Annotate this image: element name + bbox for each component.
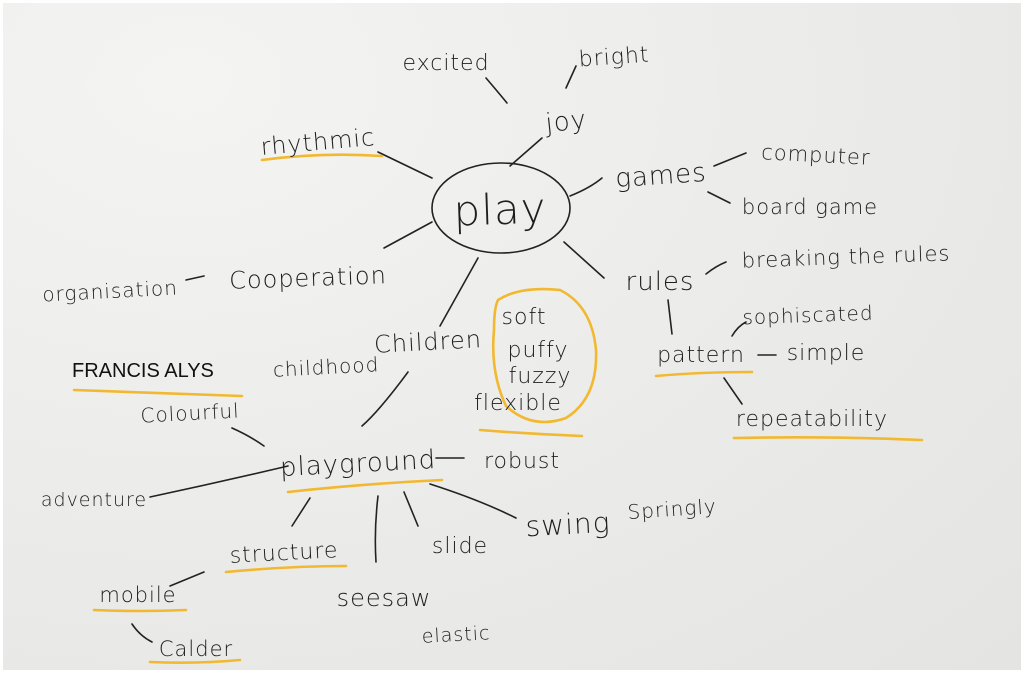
- underline-pattern: [654, 370, 754, 378]
- line-pattern-repeatability: [723, 377, 743, 405]
- line-play-rules: [563, 241, 605, 279]
- word-pattern: pattern: [657, 343, 745, 368]
- word-repeatability: repeatability: [736, 407, 888, 432]
- center-oval: [431, 162, 571, 254]
- word-sophiscated: sophiscated: [742, 301, 874, 330]
- word-adventure: adventure: [41, 489, 147, 511]
- line-play-games: [569, 177, 603, 197]
- word-rules: rules: [626, 267, 695, 297]
- paper-sheet: play excited bright joy rhythmic games c…: [3, 3, 1021, 670]
- word-bright: bright: [578, 43, 650, 73]
- word-fuzzy: fuzzy: [509, 364, 572, 389]
- line-cooperation-organisation: [185, 275, 205, 281]
- word-structure: structure: [229, 538, 339, 569]
- word-board-game: board game: [742, 195, 878, 219]
- word-simple: simple: [787, 341, 866, 366]
- line-games-boardgame: [707, 191, 731, 204]
- connector-lines: [131, 65, 777, 643]
- word-slide: slide: [432, 534, 488, 559]
- word-joy: joy: [543, 105, 588, 139]
- line-games-computer: [713, 152, 747, 167]
- word-seesaw: seesaw: [337, 584, 432, 612]
- line-playground-structure: [291, 497, 311, 527]
- underline-repeatability: [732, 436, 924, 442]
- line-children-playground: [361, 371, 409, 427]
- line-rules-pattern: [667, 299, 673, 335]
- line-bright-joy: [565, 65, 577, 89]
- word-soft: soft: [502, 305, 547, 330]
- label-francis-alys: FRANCIS ALYS: [72, 360, 214, 382]
- line-excited-joy: [485, 77, 508, 104]
- word-mobile: mobile: [99, 583, 176, 607]
- line-play-cooperation: [383, 221, 433, 249]
- line-rules-breaking: [705, 261, 727, 275]
- word-playground: playground: [279, 445, 436, 483]
- underline-calder: [148, 658, 242, 664]
- word-springly: Springly: [627, 494, 718, 524]
- line-rhythmic-play: [377, 151, 433, 179]
- word-elastic: elastic: [421, 622, 491, 648]
- line-adventure-playground: [149, 465, 289, 498]
- word-robust: robust: [484, 449, 560, 474]
- line-play-children: [439, 257, 479, 327]
- word-flexible: flexible: [474, 391, 562, 416]
- underline-francis-alys: [72, 388, 244, 398]
- underline-mobile: [92, 608, 188, 613]
- word-puffy: puffy: [507, 338, 568, 363]
- line-joy-play: [509, 137, 543, 167]
- line-colourful-playground: [231, 427, 265, 447]
- word-colourful: Colourful: [140, 398, 240, 427]
- underline-structure: [224, 564, 348, 574]
- line-playground-swing: [429, 483, 517, 519]
- word-cooperation: Cooperation: [229, 261, 388, 294]
- word-organisation: organisation: [42, 275, 179, 306]
- mind-map: play excited bright joy rhythmic games c…: [41, 43, 951, 664]
- line-structure-mobile: [169, 571, 205, 587]
- underline-flexible: [478, 428, 584, 438]
- word-swing: swing: [525, 506, 611, 543]
- words: play excited bright joy rhythmic games c…: [41, 43, 951, 661]
- line-pattern-sophiscated: [731, 321, 747, 337]
- highlights: [72, 153, 924, 664]
- underline-rhythmic: [260, 153, 384, 162]
- word-games: games: [614, 158, 707, 194]
- word-breaking-the-rules: breaking the rules: [741, 241, 950, 272]
- word-play: play: [453, 183, 548, 235]
- word-children: Children: [373, 325, 482, 359]
- word-computer: computer: [761, 140, 871, 170]
- word-calder: Calder: [159, 637, 233, 661]
- word-excited: excited: [402, 51, 489, 76]
- line-mobile-calder: [131, 623, 153, 643]
- word-childhood: childhood: [272, 352, 379, 382]
- line-playground-slide: [403, 491, 419, 527]
- line-playground-seesaw: [374, 495, 379, 563]
- underline-playground: [286, 478, 444, 494]
- texture-circle: [491, 287, 598, 424]
